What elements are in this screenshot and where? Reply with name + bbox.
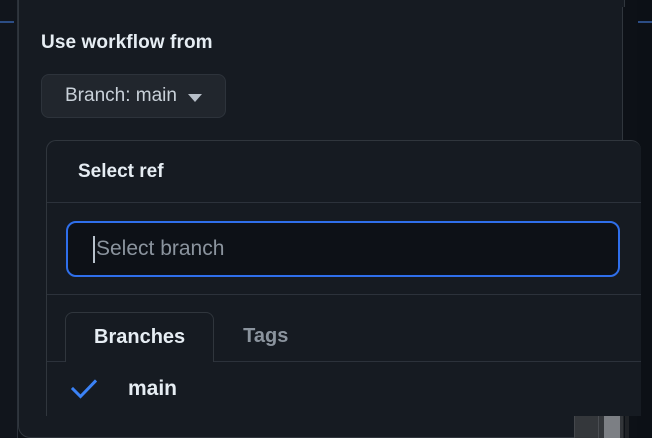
search-row: Select branch: [47, 203, 641, 295]
page-title: Use workflow from: [41, 32, 213, 53]
chevron-down-icon: [187, 93, 202, 102]
text-caret: [93, 235, 95, 263]
search-input[interactable]: Select branch: [66, 221, 620, 277]
tab-tags-label: Tags: [243, 325, 289, 347]
accent-rule-right: [638, 21, 652, 23]
accent-rule-left: [0, 21, 14, 23]
backdrop-left-strip: [0, 0, 18, 438]
tab-branches[interactable]: Branches: [65, 312, 215, 362]
tab-tags[interactable]: Tags: [214, 311, 317, 361]
check-icon: [69, 379, 99, 399]
ref-list: main: [47, 362, 641, 416]
branch-dropdown-label: Branch: main: [65, 85, 177, 106]
select-ref-title: Select ref: [78, 160, 164, 182]
tab-branches-label: Branches: [94, 325, 186, 348]
list-item[interactable]: main: [47, 362, 641, 416]
list-item-label: main: [128, 377, 178, 400]
select-ref-header: Select ref: [47, 141, 641, 203]
use-workflow-from-dialog: Use workflow from Branch: main Select re…: [18, 0, 641, 438]
ref-tab-bar: Branches Tags: [47, 295, 641, 362]
branch-dropdown-button[interactable]: Branch: main: [41, 74, 226, 118]
search-input-placeholder: Select branch: [96, 237, 225, 260]
select-ref-panel: Select ref Select branch Branches Tags: [46, 140, 641, 416]
